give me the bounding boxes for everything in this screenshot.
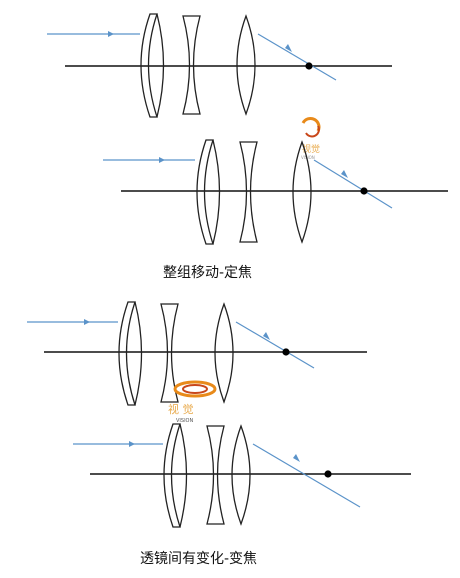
watermark-text-en: VISION [301, 155, 315, 160]
concave-lens [160, 303, 179, 403]
watermark-logo: 视觉 VISION [301, 117, 321, 160]
convex-lens-front [212, 139, 221, 245]
caption-zoom: 透镜间有变化-变焦 [140, 551, 258, 567]
convex-lens-front [179, 423, 188, 528]
concave-lens [239, 141, 258, 243]
ray-arrow-icon [263, 332, 270, 340]
ray-arrow-icon [341, 170, 348, 178]
convex-lens [196, 139, 214, 245]
ray-arrow-icon [129, 441, 135, 447]
focal-point [282, 348, 290, 356]
watermark-logo: 视 觉 VISION [168, 380, 217, 424]
caption-fixed-focus: 整组移动-定焦 [163, 265, 253, 281]
convex-lens-front [156, 13, 165, 118]
focal-point [360, 187, 368, 195]
convex-lens-front [134, 301, 143, 406]
ray-arrow-icon [108, 31, 114, 37]
concave-lens [182, 15, 201, 115]
concave-lens [206, 425, 225, 525]
convex-lens [118, 301, 136, 406]
ray-arrow-icon [285, 44, 292, 52]
convex-lens [292, 140, 312, 244]
ray-arrow-icon [159, 157, 165, 163]
lens-system-3 [27, 301, 367, 406]
convex-lens [236, 14, 256, 116]
ray-arrow-icon [293, 454, 300, 462]
exit-ray [313, 159, 393, 209]
lens-system-4 [73, 423, 411, 528]
watermark-text-en: VISION [176, 418, 193, 424]
focal-point [324, 470, 332, 478]
ray-arrow-icon [84, 319, 90, 325]
convex-lens [163, 423, 181, 528]
convex-lens [231, 424, 251, 526]
watermark-text: 视觉 [302, 143, 320, 155]
lens-system-2 [103, 139, 448, 245]
focal-point [305, 62, 313, 70]
lens-system-1 [47, 13, 392, 118]
exit-ray [235, 321, 315, 369]
exit-ray [252, 443, 361, 508]
convex-lens [214, 302, 234, 404]
watermark-text: 视 觉 [168, 402, 194, 416]
exit-ray [257, 33, 337, 81]
